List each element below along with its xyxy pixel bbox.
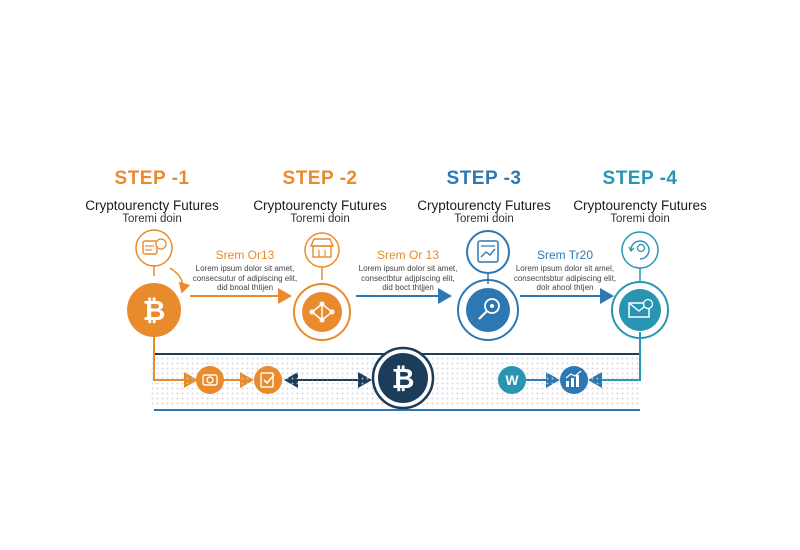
connector-1-line-3: did bnoal thtijen (216, 283, 274, 292)
step-2-header: STEP -2 Cryptourencty Futures Toremi doi… (230, 168, 410, 226)
step-2-title: Cryptourencty Futures (253, 198, 387, 213)
step-1-title: Cryptourencty Futures (85, 198, 219, 213)
step-4-number: STEP -4 (602, 168, 678, 189)
bitcoin-icon: ₿ (143, 294, 166, 327)
wallet-icon (135, 229, 173, 267)
step-3-title: Cryptourencty Futures (417, 198, 551, 213)
connector-2-text: Srem Or 13 Lorem ipsum dolor sit amet, c… (333, 248, 483, 293)
connector-2-line-1: Lorem ipsum dolor sit amet, (358, 264, 458, 273)
connector-1-line-2: consecsutur of adipiscing elit, (192, 273, 298, 283)
connector-1-heading: Srem Or13 (215, 248, 275, 262)
step-1-bitcoin-node: ₿ (127, 283, 181, 337)
chart-document-icon (466, 230, 510, 274)
step-3-number: STEP -3 (446, 168, 522, 189)
connector-2-line-3: did boct thtjjen (382, 283, 434, 292)
refresh-coin-icon (621, 231, 659, 269)
step-4-subtitle: Toremi doin (610, 213, 670, 225)
connector-3-line-2: consecntsbtur adipiscing elit, (513, 273, 617, 283)
connector-1-text: Srem Or13 Lorem ipsum dolor sit amet, co… (170, 248, 320, 293)
step-1-subtitle: Toremi doin (122, 213, 182, 225)
step-2-number: STEP -2 (282, 168, 358, 189)
store-icon (304, 232, 340, 268)
connector-3-line-1: Lorem ipsum dolor sit amel, (515, 264, 615, 273)
search-icon (478, 298, 500, 320)
step-3-subtitle: Toremi doin (454, 213, 514, 225)
step-2-subtitle: Toremi doin (290, 213, 350, 225)
bitcoin-center-icon: ₿ (392, 362, 415, 395)
w-badge-icon: W (498, 366, 526, 394)
camera-icon (196, 366, 224, 394)
step-3-search-node (457, 279, 519, 341)
step-4-header: STEP -4 Cryptourencty Futures Toremi doi… (550, 168, 730, 226)
connector-3-line-3: dolr ahool thtjen (536, 283, 594, 292)
envelope-icon (628, 298, 654, 318)
connector-3-text: Srem Tr20 Lorem ipsum dolor sit amel, co… (490, 248, 640, 293)
w-letter: W (505, 372, 519, 388)
connector-3-heading: Srem Tr20 (536, 248, 593, 262)
step-1-number: STEP -1 (114, 168, 190, 189)
connector-2-heading: Srem Or 13 (376, 248, 439, 262)
step-4-mail-node (611, 281, 669, 339)
step-2-network-node (293, 283, 351, 341)
step-4-title: Cryptourencty Futures (573, 198, 707, 213)
step-1-header: STEP -1 Cryptourencty Futures Toremi doi… (62, 168, 242, 226)
central-bitcoin-node: ₿ (371, 346, 435, 410)
checklist-icon (254, 366, 282, 394)
step-3-header: STEP -3 Cryptourencty Futures Toremi doi… (394, 168, 574, 226)
connector-2-line-2: consectbtur adjpiscing elit, (361, 273, 455, 283)
bar-chart-icon (560, 366, 588, 394)
connector-1-line-1: Lorem ipsum dolor sit amet, (195, 264, 295, 273)
